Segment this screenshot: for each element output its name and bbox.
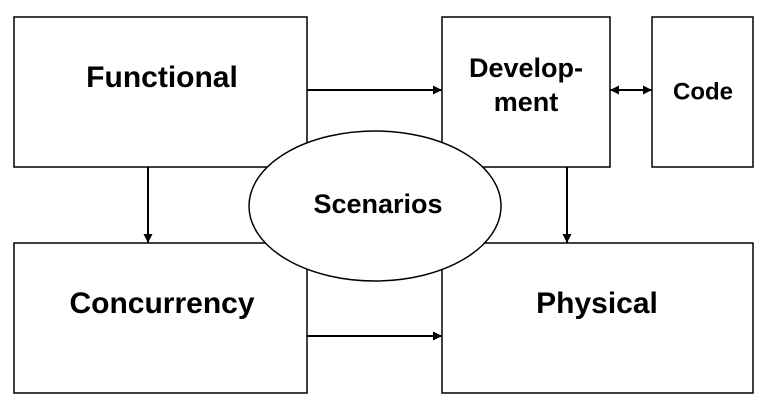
physical-box [441,242,754,394]
scenarios-ellipse [248,130,502,282]
code-box [651,16,754,168]
code-label: Code [673,78,733,105]
development-box [441,16,611,168]
concurrency-label: Concurrency [69,287,254,320]
scenarios-label: Scenarios [313,189,442,219]
functional-box [13,16,308,168]
development-label-line2: ment [494,87,559,117]
concurrency-box [13,242,308,394]
functional-label: Functional [86,61,238,94]
physical-label: Physical [536,287,658,320]
development-label-line1: Develop- [469,53,583,83]
